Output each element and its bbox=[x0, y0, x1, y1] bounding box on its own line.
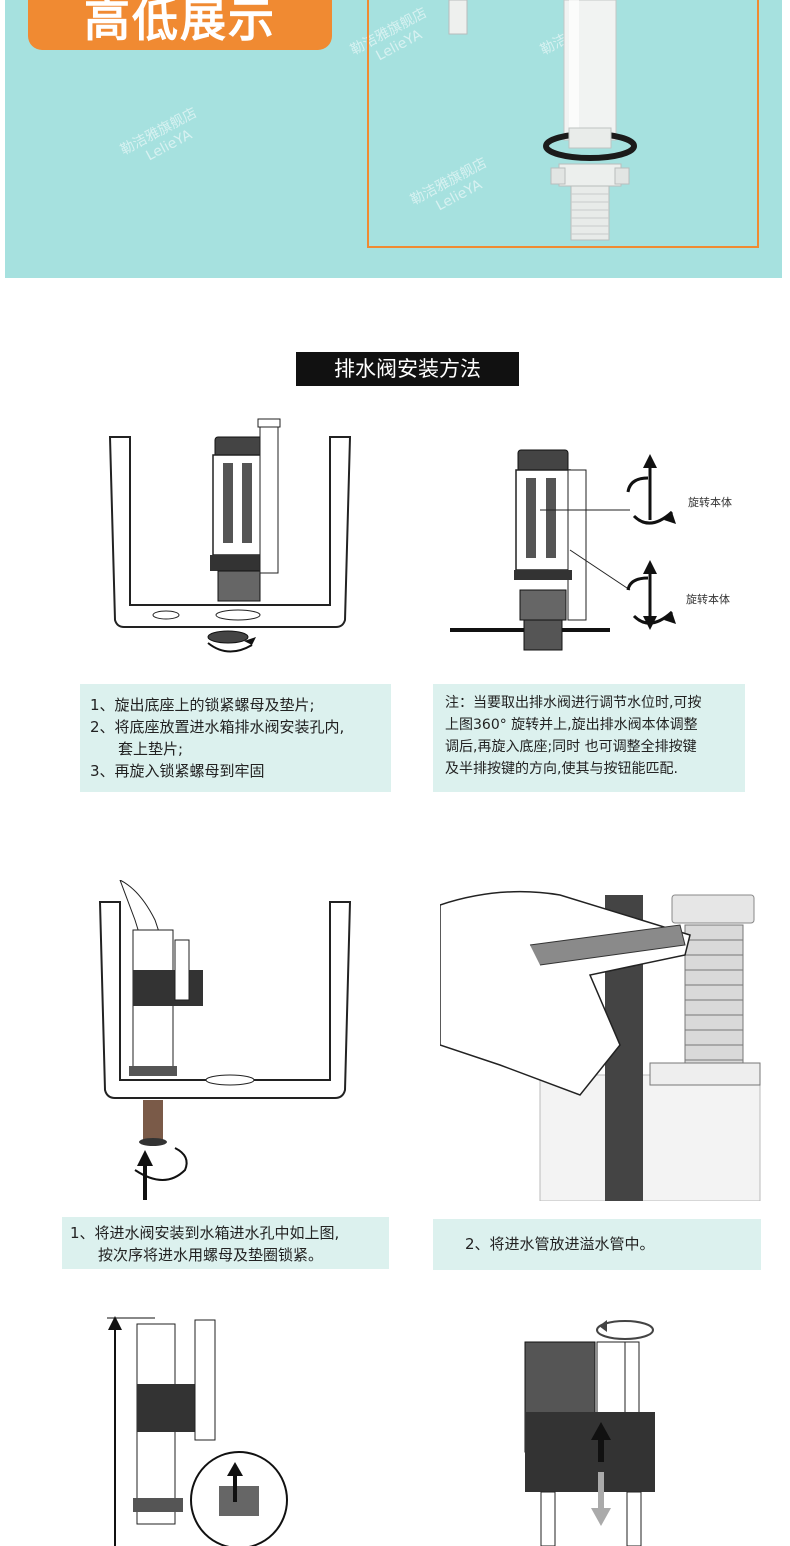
product-photo-frame bbox=[367, 0, 759, 248]
section-heading: 排水阀安装方法 bbox=[296, 352, 519, 386]
inlet-valve-install-diagram bbox=[98, 880, 352, 1200]
rotate-label: 旋转本体 bbox=[688, 496, 732, 509]
step4-caption: 2、将进水管放进溢水管中。 bbox=[433, 1219, 761, 1270]
step2-caption: 注：当要取出排水阀进行调节水位时,可按 上图360° 旋转并上,旋出排水阀本体调… bbox=[433, 684, 745, 792]
banner-title: 高低展示 bbox=[28, 0, 332, 50]
rotate-label: 旋转本体 bbox=[686, 593, 730, 606]
rotate-icon bbox=[626, 560, 676, 630]
inlet-valve-height-diagram bbox=[107, 1316, 288, 1546]
tank-drain-valve-diagram bbox=[108, 418, 352, 653]
float-adjust-diagram bbox=[524, 1320, 655, 1546]
rotate-valve-diagram bbox=[450, 449, 676, 651]
valve-pipe-illustration bbox=[448, 0, 637, 241]
overflow-pipe-diagram bbox=[440, 890, 761, 1201]
step3-caption: 1、将进水阀安装到水箱进水孔中如上图, 按次序将进水用螺母及垫圈锁紧。 bbox=[62, 1217, 389, 1269]
rotate-icon bbox=[626, 454, 676, 525]
step1-caption: 1、旋出底座上的锁紧螺母及垫片; 2、将底座放置进水箱排水阀安装孔内, 套上垫片… bbox=[80, 684, 391, 792]
